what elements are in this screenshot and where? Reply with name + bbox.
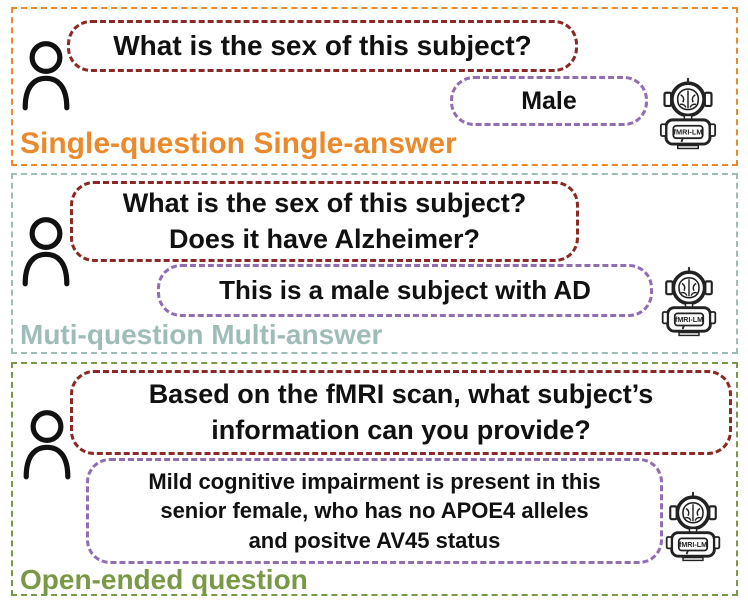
user-icon [20,212,72,288]
answer-bubble: Mild cognitive impairment is present in … [86,458,663,564]
user-icon [21,405,73,481]
robot-icon: fMRI-LM [655,72,721,156]
robot-label: fMRI-LM [679,541,707,549]
answer-bubble: Male [450,76,648,126]
question-bubble: Based on the fMRI scan, what subject’s i… [70,370,732,455]
robot-label: fMRI-LM [674,128,703,137]
question-bubble: What is the sex of this subject? Does it… [70,181,579,262]
answer-bubble: This is a male subject with AD [157,264,653,317]
panel-title: Open-ended question [20,564,308,595]
robot-icon: fMRI-LM [661,486,725,568]
user-icon [20,35,72,113]
panel-title: Muti-question Multi-answer [20,319,383,350]
panel-open-ended [11,362,738,596]
panel-multi-question [11,173,738,354]
panel-single-question [11,7,738,166]
robot-label: fMRI-LM [675,316,703,324]
robot-icon: fMRI-LM [657,261,721,343]
panel-title: Single-question Single-answer [20,127,457,160]
question-bubble: What is the sex of this subject? [67,20,578,72]
